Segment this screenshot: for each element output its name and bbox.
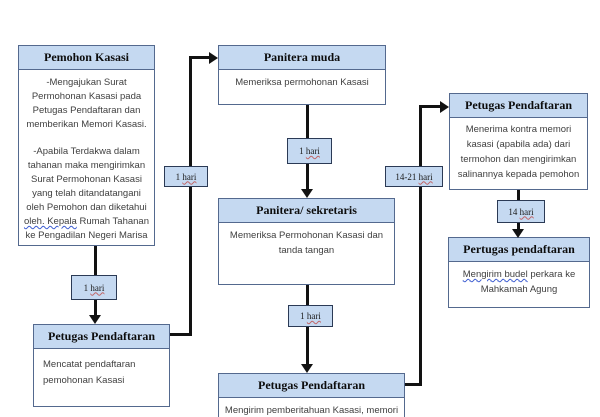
box-pemohon-kasasi: Pemohon Kasasi -Mengajukan Surat Permoho… [18,45,155,246]
duration-label: 1 hari [287,138,332,164]
duration-value: 1 [300,311,305,321]
box-header: Petugas Pendaftaran [450,94,587,118]
duration-label: 1 hari [288,305,333,327]
box-header: Pertugas pendaftaran [449,238,589,262]
connector-line [419,105,422,386]
duration-value: 1 [299,146,304,156]
box-header: Petugas Pendaftaran [34,325,169,349]
duration-unit: hari [519,206,534,217]
arrowhead-down [301,189,313,198]
paragraph-text: perkara ke Mahkamah Agung [480,269,576,295]
box-petugas-pendaftaran-tengah: Petugas Pendaftaran Mengirim pemberitahu… [218,373,405,417]
duration-value: 14 [508,206,518,217]
connector-line [170,333,190,336]
paragraph-text: -Apabila Terdakwa dalam tahanan maka men… [26,146,147,213]
connector-line [405,383,422,386]
paragraph: -Apabila Terdakwa dalam tahanan maka men… [23,145,150,243]
duration-value: 1 [175,171,181,182]
duration-unit: hari [90,282,105,293]
duration-unit: hari [182,171,197,182]
paragraph: -Mengajukan Surat Permohonan Kasasi pada… [26,77,147,130]
duration-label: 1 hari [71,275,117,300]
box-header: Panitera/ sekretaris [219,199,394,223]
box-body: Menerima kontra memori kasasi (apabila a… [457,124,580,180]
duration-value: 1 [83,282,89,293]
connector-line [191,56,210,59]
box-body: -Mengajukan Surat Permohonan Kasasi pada… [19,70,154,243]
box-petugas-pendaftaran-kiri: Petugas Pendaftaran Mencatat pendaftaran… [33,324,170,407]
spellcheck-marked-text: oleh. Kepala [23,216,77,227]
box-header: Panitera muda [219,46,385,70]
box-panitera-sekretaris: Panitera/ sekretaris Memeriksa Permohona… [218,198,395,285]
duration-unit: hari [306,311,321,321]
box-body: Memeriksa Permohonan Kasasi dan tanda ta… [229,230,384,256]
box-body: Memeriksa permohonan Kasasi [235,77,369,88]
arrowhead-down [89,315,101,324]
spellcheck-marked-text: Mengirim budel [462,269,528,280]
paragraph-text: Rumah Tahanan ke Pengadilan Negeri Maris… [25,216,150,241]
box-body: Mencatat pendaftaran pemohonan Kasasi [43,359,136,386]
arrowhead-right [209,52,218,64]
duration-label: 14 hari [497,200,545,223]
connector-line [189,56,192,336]
box-petugas-pendaftaran-kanan: Petugas Pendaftaran Menerima kontra memo… [449,93,588,190]
box-body: Mengirim pemberitahuan Kasasi, memori [224,405,399,416]
box-pertugas-pendaftaran: Pertugas pendaftaran Mengirim budel perk… [448,237,590,308]
arrowhead-right [440,101,449,113]
box-body: Mengirim budel perkara ke Mahkamah Agung [449,262,589,297]
duration-label: 14-21 hari [385,166,443,187]
arrowhead-down [512,229,524,238]
box-header: Pemohon Kasasi [19,46,154,70]
duration-unit: hari [305,146,320,156]
box-panitera-muda: Panitera muda Memeriksa permohonan Kasas… [218,45,386,105]
connector-line [422,105,441,108]
box-header: Petugas Pendaftaran [219,374,404,398]
duration-label: 1 hari [164,166,208,187]
arrowhead-down [301,364,313,373]
duration-value: 14-21 [395,171,417,182]
duration-unit: hari [418,171,433,182]
